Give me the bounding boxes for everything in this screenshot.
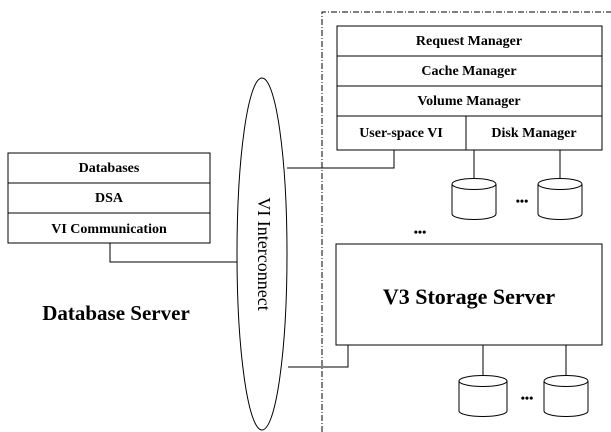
storage-boundary [321,11,611,432]
v3-storage-server-box [335,243,603,346]
v3-storage-server-label: V3 Storage Server [383,284,556,309]
storage-to-interconnect-wire [288,345,349,368]
disk-icon [458,375,508,417]
databases-label: Databases [79,161,140,176]
disk-icon [537,178,583,220]
db-to-interconnect-wire [109,243,238,263]
cache-manager-label: Cache Manager [421,64,516,79]
dsa-label: DSA [95,191,124,206]
database-server-label: Database Server [42,301,190,325]
uservi-to-interconnect-wire [287,150,395,169]
vi-interconnect-label: VI Interconnect [254,197,274,310]
disk-ellipsis: ••• [516,194,529,208]
server-ellipsis: ••• [414,225,427,239]
volume-manager-label: Volume Manager [417,94,520,109]
storage-stack: Request Manager Cache Manager Volume Man… [336,25,603,151]
request-manager-label: Request Manager [416,34,522,49]
vi-communication-label: VI Communication [51,222,167,237]
disk-ellipsis: ••• [521,391,534,405]
db-stack: Databases DSA VI Communication [7,152,211,244]
user-space-vi-label: User-space VI [359,126,443,141]
disk-manager-label: Disk Manager [491,126,576,141]
disk-icon [543,375,589,417]
vi-interconnect-ellipse [236,77,288,431]
disk-icon [451,178,497,220]
